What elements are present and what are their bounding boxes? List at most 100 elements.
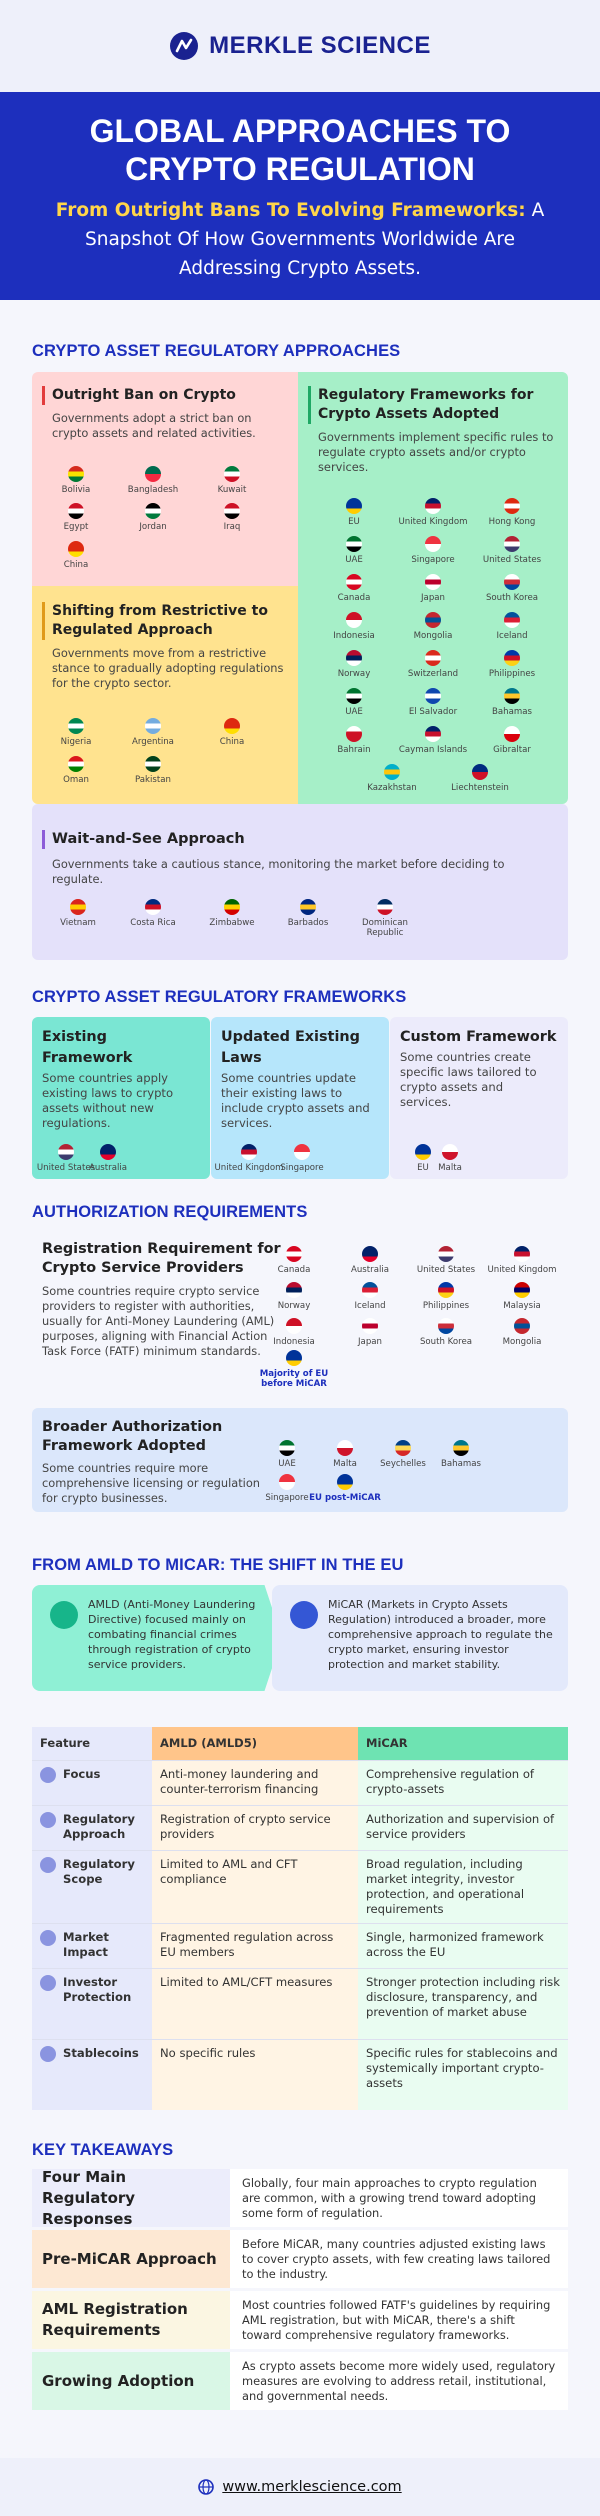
country-name: Hong Kong — [488, 517, 536, 527]
flag-icon — [442, 1144, 458, 1160]
flag-icon — [425, 650, 441, 666]
flag-uae: UAE — [313, 536, 395, 565]
flag-indonesia: Indonesia — [253, 1318, 335, 1347]
flag-icon — [504, 574, 520, 590]
flag-icon — [346, 726, 362, 742]
feature-label: Regulatory Approach — [63, 1811, 135, 1841]
flag-japan: Japan — [329, 1318, 411, 1347]
table-row: Regulatory Approach Registration of crypt… — [32, 1805, 568, 1850]
feature-label: Investor Protection — [63, 1974, 132, 2004]
amld-cell: Anti-money laundering and counter-terror… — [152, 1760, 358, 1805]
feature-label: Stablecoins — [63, 2045, 139, 2060]
flag-el-salvador: El Salvador — [392, 688, 474, 717]
website-link[interactable]: www.merklescience.com — [222, 2479, 402, 2495]
takeaway-label: AML Registration Requirements — [32, 2291, 230, 2349]
flag-bolivia: Bolivia — [35, 466, 117, 495]
country-name: Bahamas — [441, 1459, 481, 1469]
flag-icon — [425, 612, 441, 628]
country-name: Norway — [277, 1301, 311, 1311]
flag-kazakhstan: Kazakhstan — [351, 764, 433, 793]
flag-icon — [346, 498, 362, 514]
flag-icon — [346, 574, 362, 590]
flag-china: China — [191, 718, 273, 747]
flag-icon — [362, 1246, 378, 1262]
feature-cell: Regulatory Approach — [32, 1805, 152, 1850]
merkle-logo-icon — [170, 32, 199, 60]
country-name: Bahrain — [337, 745, 371, 755]
feature-label: Regulatory Scope — [63, 1856, 135, 1886]
feature-cell: Regulatory Scope — [32, 1850, 152, 1923]
flag-icon — [58, 1144, 74, 1160]
country-name: Mongolia — [502, 1337, 542, 1347]
flag-icon — [70, 899, 86, 915]
country-name: Argentina — [132, 737, 174, 747]
flag-singapore: Singapore — [392, 536, 474, 565]
flag-icon — [286, 1246, 302, 1262]
flag-icon — [504, 688, 520, 704]
header-micar: MiCAR — [358, 1727, 568, 1760]
amld-card: AMLD (Anti-Money Laundering Directive) f… — [32, 1585, 282, 1691]
micar-cell: Comprehensive regulation of crypto-asset… — [358, 1760, 568, 1805]
flag-uae: UAE — [313, 688, 395, 717]
flag-seychelles: Seychelles — [362, 1440, 444, 1469]
country-name: Philippines — [488, 669, 536, 679]
country-name: Seychelles — [380, 1459, 426, 1469]
flag-icon — [145, 466, 161, 482]
country-name: Kuwait — [217, 485, 247, 495]
amld-cell: Registration of crypto service providers — [152, 1805, 358, 1850]
flag-gibraltar: Gibraltar — [471, 726, 553, 755]
flag-zimbabwe: Zimbabwe — [191, 899, 273, 928]
flag-icon — [504, 536, 520, 552]
country-name: Liechtenstein — [451, 783, 509, 793]
ban-desc: Governments adopt a strict ban on crypto… — [52, 411, 256, 440]
custom-framework-desc: Some countries create specific laws tail… — [400, 1050, 537, 1109]
updated-laws-card: Updated Existing Laws Some countries upd… — [211, 1017, 389, 1179]
flag-iceland: Iceland — [471, 612, 553, 641]
country-name: Switzerland — [407, 669, 459, 679]
flag-malaysia: Malaysia — [481, 1282, 563, 1311]
country-name: Philippines — [422, 1301, 470, 1311]
flag-icon — [438, 1282, 454, 1298]
country-name: Australia — [88, 1163, 127, 1173]
flag-icon — [224, 466, 240, 482]
globe-icon — [198, 2479, 215, 2495]
country-name: Iceland — [496, 631, 528, 641]
flag-united-states: United States — [405, 1246, 487, 1275]
country-name: Malta — [438, 1163, 462, 1173]
country-name: Mongolia — [413, 631, 453, 641]
takeaway-text: Before MiCAR, many countries adjusted ex… — [230, 2230, 568, 2288]
registration-title: Registration Requirement for Crypto Serv… — [42, 1241, 281, 1276]
feature-cell: Focus — [32, 1760, 152, 1805]
flag-singapore: Singapore — [246, 1474, 328, 1503]
flag-malta: Malta — [409, 1144, 491, 1173]
country-name: Bahamas — [492, 707, 532, 717]
takeaway-label: Pre-MiCAR Approach — [32, 2230, 230, 2288]
country-name: EU post-MiCAR — [309, 1493, 381, 1503]
amld-desc: AMLD (Anti-Money Laundering Directive) f… — [88, 1598, 256, 1671]
amld-globe-icon — [50, 1601, 78, 1629]
flag-eu: EU — [382, 1144, 464, 1173]
country-name: UAE — [345, 707, 363, 717]
amld-cell: Limited to AML and CFT compliance — [152, 1850, 358, 1923]
flag-egypt: Egypt — [35, 503, 117, 532]
flag-eu-post-micar: EU post-MiCAR — [305, 1474, 385, 1503]
feature-icon — [40, 1974, 56, 1991]
country-name: Pakistan — [135, 775, 171, 785]
flag-icon — [377, 899, 393, 915]
flag-icon — [504, 726, 520, 742]
flag-icon — [224, 503, 240, 519]
country-name: United Kingdom — [214, 1163, 284, 1173]
country-name: South Korea — [419, 1337, 473, 1347]
authorization-section-title: AUTHORIZATION REQUIREMENTS — [32, 1203, 308, 1221]
country-name: EU — [417, 1163, 429, 1173]
registration-desc: Some countries require crypto service pr… — [42, 1284, 275, 1358]
flag-eu: EU — [313, 498, 395, 527]
country-name: Singapore — [265, 1493, 309, 1503]
flag-pakistan: Pakistan — [112, 756, 194, 785]
hero-banner: GLOBAL APPROACHES TO CRYPTO REGULATION F… — [0, 92, 600, 300]
flag-australia: Australia — [329, 1246, 411, 1275]
